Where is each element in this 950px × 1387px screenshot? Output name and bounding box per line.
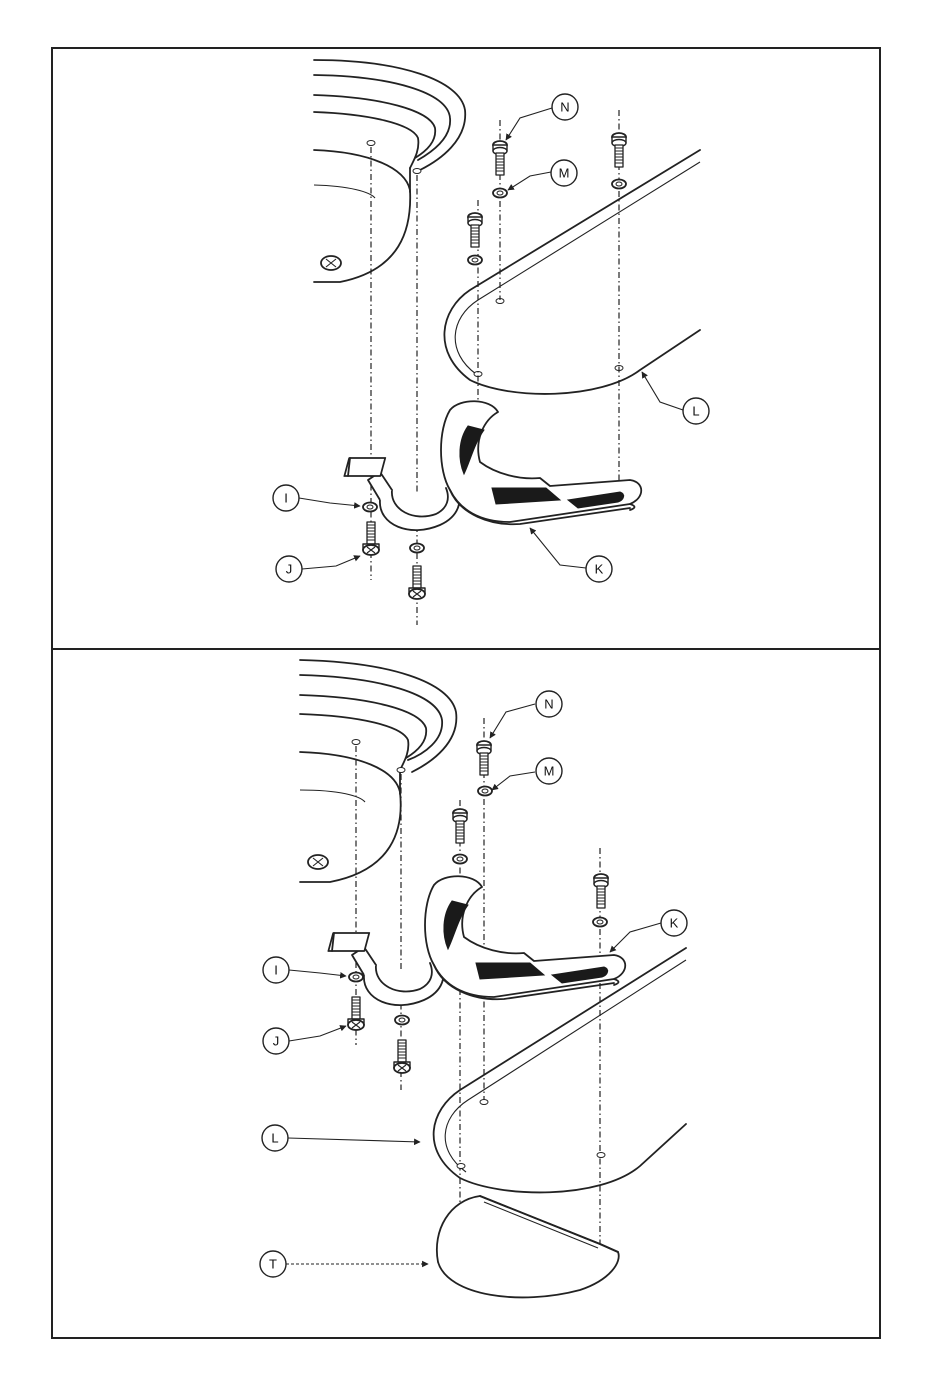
washer-i bbox=[349, 973, 363, 982]
bracket-k bbox=[328, 876, 625, 1005]
screw bbox=[468, 213, 482, 247]
motor-housing bbox=[300, 660, 456, 882]
screw bbox=[594, 874, 608, 908]
screw-n bbox=[493, 141, 507, 175]
callout-l: L bbox=[683, 398, 709, 424]
blade-tip-t bbox=[437, 1196, 619, 1297]
washer-i bbox=[363, 503, 377, 512]
screw bbox=[394, 1040, 410, 1073]
callout-n: N bbox=[536, 691, 562, 717]
screw-j bbox=[363, 522, 379, 555]
washer-m bbox=[493, 189, 507, 198]
washer bbox=[395, 1016, 409, 1025]
callout-n: N bbox=[552, 94, 578, 120]
svg-text:N: N bbox=[544, 697, 553, 712]
bottom-panel: N M K I J L T bbox=[260, 660, 687, 1297]
washer-m bbox=[478, 787, 492, 796]
svg-text:M: M bbox=[544, 764, 555, 779]
washer bbox=[410, 544, 424, 553]
washer bbox=[468, 256, 482, 265]
callout-j: J bbox=[276, 556, 302, 582]
callout-i: I bbox=[273, 485, 299, 511]
callout-l: L bbox=[262, 1125, 288, 1151]
svg-text:K: K bbox=[595, 562, 604, 577]
svg-text:N: N bbox=[560, 100, 569, 115]
bracket-k bbox=[344, 401, 641, 530]
motor-housing bbox=[314, 60, 465, 282]
screw bbox=[612, 133, 626, 167]
svg-text:I: I bbox=[274, 963, 278, 978]
callout-m: M bbox=[536, 758, 562, 784]
blade-l bbox=[444, 150, 700, 394]
svg-text:M: M bbox=[559, 166, 570, 181]
svg-text:J: J bbox=[273, 1034, 280, 1049]
washer bbox=[453, 855, 467, 864]
screw-j bbox=[348, 997, 364, 1030]
svg-text:J: J bbox=[286, 562, 293, 577]
washer bbox=[612, 180, 626, 189]
svg-text:T: T bbox=[269, 1257, 277, 1272]
screw bbox=[453, 809, 467, 843]
callout-k: K bbox=[586, 556, 612, 582]
callout-k: K bbox=[661, 910, 687, 936]
callout-t: T bbox=[260, 1251, 286, 1277]
top-panel: N M L I K J bbox=[273, 60, 709, 625]
callout-j: J bbox=[263, 1028, 289, 1054]
screw bbox=[409, 566, 425, 599]
svg-text:L: L bbox=[271, 1131, 278, 1146]
washer bbox=[593, 918, 607, 927]
svg-text:K: K bbox=[670, 916, 679, 931]
outer-frame bbox=[52, 48, 880, 1338]
callout-m: M bbox=[551, 160, 577, 186]
svg-text:L: L bbox=[692, 404, 699, 419]
svg-text:I: I bbox=[284, 491, 288, 506]
callout-i: I bbox=[263, 957, 289, 983]
screw-n bbox=[477, 741, 491, 775]
